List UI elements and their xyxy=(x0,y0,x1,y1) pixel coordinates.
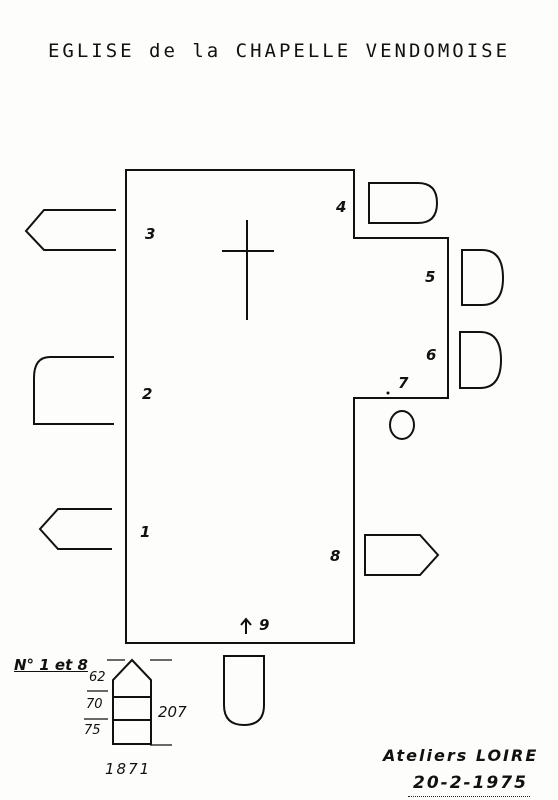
window-3-shape xyxy=(24,209,116,251)
window-5-shape xyxy=(461,249,505,306)
window-2-shape xyxy=(33,356,114,425)
legend-window-shape xyxy=(112,658,152,745)
legend-label: N° 1 et 8 xyxy=(14,656,88,674)
window-4-shape xyxy=(368,182,439,224)
legend-dim-70: 70 xyxy=(86,697,103,712)
atelier-signature: Ateliers LOIRE xyxy=(383,746,539,765)
window-6-shape xyxy=(459,331,503,389)
window-8-shape xyxy=(364,534,440,576)
window-7-oculus xyxy=(389,410,415,440)
window-number-7: 7 xyxy=(398,374,409,392)
legend-dim-75: 75 xyxy=(84,723,101,738)
window-9-shape xyxy=(223,655,265,727)
window-number-6: 6 xyxy=(426,346,437,364)
window-number-2: 2 xyxy=(142,385,153,403)
legend-width: 1871 xyxy=(105,760,152,778)
date-text: 20-2-1975 xyxy=(413,773,528,793)
window-number-1: 1 xyxy=(140,523,151,541)
church-outline xyxy=(125,169,449,644)
window-1-shape xyxy=(38,508,112,550)
date-underline xyxy=(408,796,530,797)
window-number-5: 5 xyxy=(425,268,436,286)
window-number-3: 3 xyxy=(145,225,156,243)
legend-dim-62: 62 xyxy=(89,670,106,685)
window-number-4: 4 xyxy=(336,198,347,216)
window-number-8: 8 xyxy=(330,547,341,565)
legend-height: 207 xyxy=(158,703,187,721)
window-number-9: 9 xyxy=(259,616,270,634)
page-title: EGLISE de la CHAPELLE VENDOMOISE xyxy=(47,40,511,62)
